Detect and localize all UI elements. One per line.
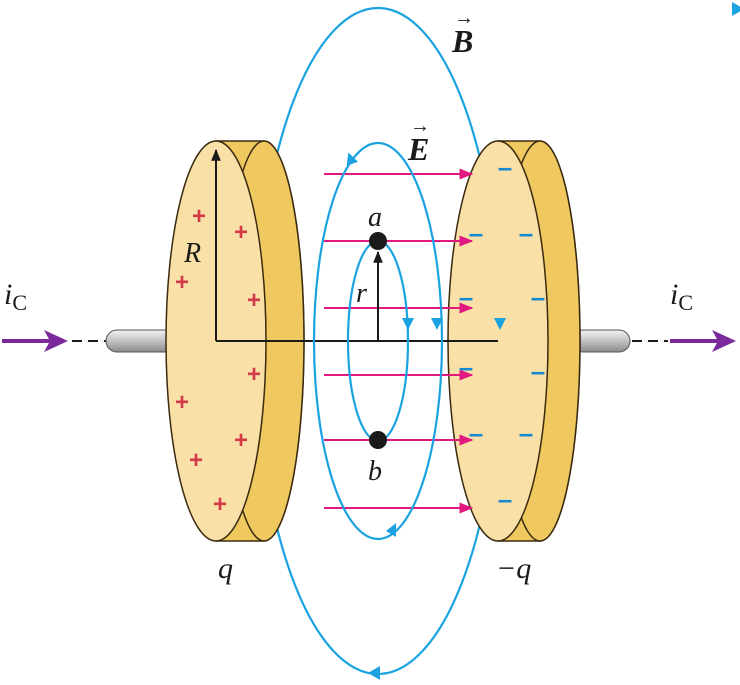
- small-radius-label: r: [356, 278, 367, 309]
- plus-sign: +: [175, 269, 189, 296]
- plus-sign: +: [234, 219, 248, 246]
- minus-sign: –: [498, 484, 512, 514]
- minus-sign: –: [531, 282, 545, 312]
- minus-sign: –: [459, 282, 473, 312]
- minus-sign: –: [519, 418, 533, 448]
- svg-text:B: B: [451, 23, 473, 59]
- b-loop-inner-right-arrow: [402, 318, 414, 330]
- b-loop-middle-left-arrow: [346, 152, 359, 166]
- magnetic-field-label: B →: [451, 7, 474, 59]
- plus-sign: +: [234, 427, 248, 454]
- plus-sign: +: [247, 287, 261, 314]
- b-loop-outer-top-arrow: [732, 2, 740, 16]
- b-field-loop-middle: [312, 141, 444, 541]
- vector-arrow-e: →: [410, 115, 430, 137]
- point-b-label: b: [368, 456, 382, 487]
- charge-left-label: q: [218, 552, 233, 585]
- current-label-left: iC: [4, 278, 27, 315]
- plus-sign: +: [247, 361, 261, 388]
- minus-sign: –: [469, 218, 483, 248]
- b-loop-middle-right-arrow: [431, 318, 443, 330]
- plus-sign: +: [213, 491, 227, 518]
- minus-signs: – – – – – – – – – –: [459, 152, 545, 514]
- point-b-dot: [369, 431, 387, 449]
- current-label-right: iC: [670, 278, 693, 315]
- b-loop-outer-right-arrow: [494, 318, 506, 330]
- minus-sign: –: [459, 352, 473, 382]
- charge-right-label: −q: [496, 552, 531, 585]
- electric-field-label: E →: [407, 115, 430, 167]
- b-field-arrowheads: [346, 2, 740, 680]
- plus-sign: +: [192, 203, 206, 230]
- radius-label: R: [183, 238, 201, 269]
- plus-signs: + + + + + + + + +: [175, 203, 261, 518]
- plus-sign: +: [175, 389, 189, 416]
- current-arrow-left: [2, 330, 68, 352]
- minus-sign: –: [498, 152, 512, 182]
- b-loop-middle-bottom-arrow: [386, 523, 396, 537]
- minus-sign: –: [531, 356, 545, 386]
- minus-sign: –: [469, 418, 483, 448]
- point-a-dot: [369, 232, 387, 250]
- right-wire: [571, 329, 668, 353]
- svg-text:E: E: [407, 131, 429, 167]
- point-a-label: a: [368, 202, 382, 233]
- b-loop-outer-bottom-arrow: [368, 666, 380, 680]
- plus-sign: +: [189, 447, 203, 474]
- minus-sign: –: [519, 218, 533, 248]
- current-arrow-right: [670, 330, 736, 352]
- vector-arrow-b: →: [454, 7, 474, 29]
